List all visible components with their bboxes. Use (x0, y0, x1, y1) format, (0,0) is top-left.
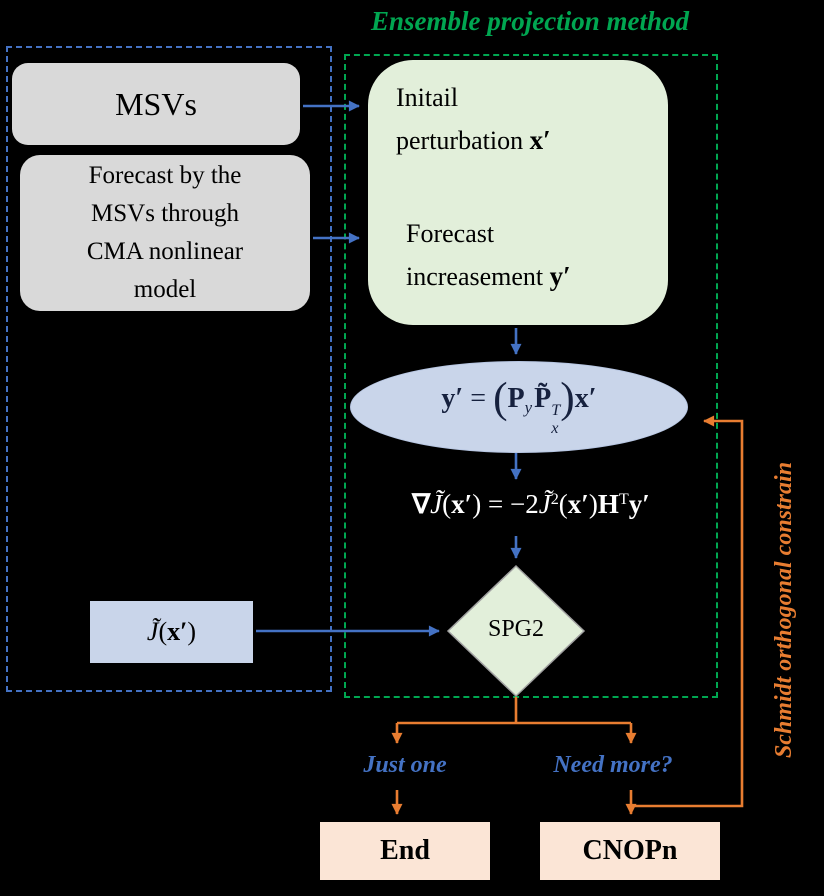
perturbation-line2: perturbation x′ (396, 119, 551, 162)
forecast-increment-text: Forecast increasement y′ (406, 212, 571, 298)
cnopn-label: CNOPn (582, 835, 678, 866)
forecast-model-node: Forecast by the MSVs through CMA nonline… (20, 155, 310, 311)
msvs-node: MSVs (12, 63, 300, 145)
spg2-label: SPG2 (487, 616, 545, 642)
initial-perturbation-text: Initail perturbation x′ (396, 76, 551, 162)
increment-word: increasement (406, 262, 550, 291)
x-prime-symbol: x′ (529, 125, 551, 155)
cost-function-node: J̃(x′) (90, 601, 253, 663)
increment-line2: increasement y′ (406, 255, 571, 298)
spg2-branch-line (397, 697, 631, 725)
cost-function-formula: J̃(x′) (146, 617, 197, 646)
forecast-model-label: Forecast by the MSVs through CMA nonline… (86, 162, 244, 303)
perturbation-line1: Initail (396, 83, 459, 112)
msvs-label: MSVs (115, 85, 197, 122)
just-one-label: Just one (363, 752, 447, 778)
increment-line1: Forecast (406, 219, 495, 248)
msv-group-outline (6, 46, 332, 692)
end-label: End (380, 835, 430, 866)
cnopn-node: CNOPn (540, 822, 720, 880)
diagram-title: Ensemble projection method (370, 6, 689, 36)
end-node: End (320, 822, 490, 880)
y-prime-symbol: y′ (549, 261, 571, 291)
need-more-label: Need more? (553, 752, 673, 778)
gradient-formula: ∇J̃(x′) = −2J̃2(x′)HTy′ (412, 489, 650, 519)
perturbation-word: perturbation (396, 126, 530, 155)
schmidt-constraint-label: Schmidt orthogonal constrain (771, 461, 797, 759)
perturbation-increment-node: Initail perturbation x′ Forecast increas… (368, 60, 668, 325)
